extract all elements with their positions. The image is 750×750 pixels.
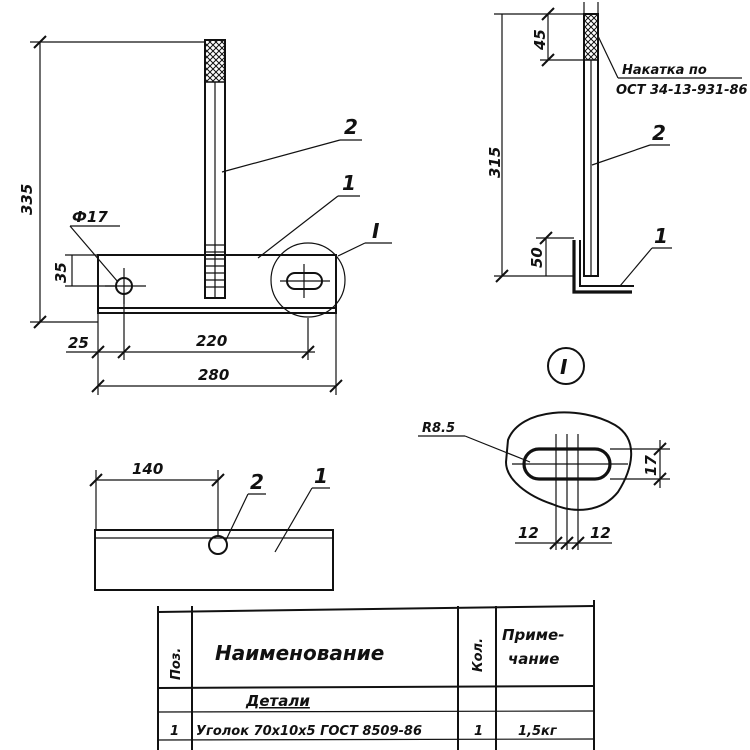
col-qty: Кол. [471,638,486,672]
rod-knurl [204,39,226,83]
side-rod-knurl [583,13,599,61]
plan-pos-2-label: 2 [250,470,264,494]
dim-rod: 315 [486,147,504,178]
detail-ref: I [372,219,380,243]
col-note-line-1: Приме- [502,626,564,644]
dim-detail-height: 17 [642,455,660,476]
section-details: Детали [245,692,310,710]
detail-outline [504,411,633,511]
plan-plate [94,529,334,591]
detail-view: I R8.5 17 12 12 [418,347,670,550]
dim-height: 335 [18,184,36,215]
detail-title: I [560,355,568,379]
angle-plate [97,254,337,314]
detail-circle [270,242,346,318]
plan-hole [208,535,228,555]
row-1-qty: 1 [474,724,483,739]
pos-2-label: 2 [344,115,358,139]
front-view: 335 Ф17 35 25 220 280 2 1 I [18,35,392,395]
detail-title-circle [547,347,585,385]
side-pos-2-label: 2 [652,121,666,145]
dim-plan-offset: 140 [132,460,163,478]
dim-between: 220 [196,332,227,350]
dim-length: 280 [198,366,229,384]
dim-hole: Ф17 [72,208,108,226]
side-angle [572,240,632,294]
dim-radius: R8.5 [422,421,455,436]
spec-table: Поз. Наименование Кол. Приме- чание Дета… [157,600,595,750]
dim-detail-left: 12 [518,524,539,542]
pos-1-label: 1 [342,171,356,195]
dim-detail-right: 12 [590,524,611,542]
col-pos: Поз. [169,648,184,680]
dim-knurl: 45 [531,29,549,51]
row-1-name: Уголок 70х10х5 ГОСТ 8509-86 [196,724,422,739]
side-view: 45 315 50 Накатка по ОСТ 34-13-931-86 2 … [486,2,748,294]
dim-angle: 50 [528,247,546,268]
col-note-line-2: чание [508,650,559,668]
dim-slot-offset: 35 [52,262,70,283]
row-1-note: 1,5кг [518,724,558,739]
row-1-pos: 1 [170,724,179,739]
knurl-note-line-1: Накатка по [622,63,707,78]
plan-view: 140 2 1 [89,460,334,591]
plan-pos-1-label: 1 [314,464,328,488]
col-name: Наименование [215,641,384,665]
knurl-note-line-2: ОСТ 34-13-931-86 [616,83,748,98]
side-pos-1-label: 1 [654,224,668,248]
dim-edge: 25 [68,334,89,352]
